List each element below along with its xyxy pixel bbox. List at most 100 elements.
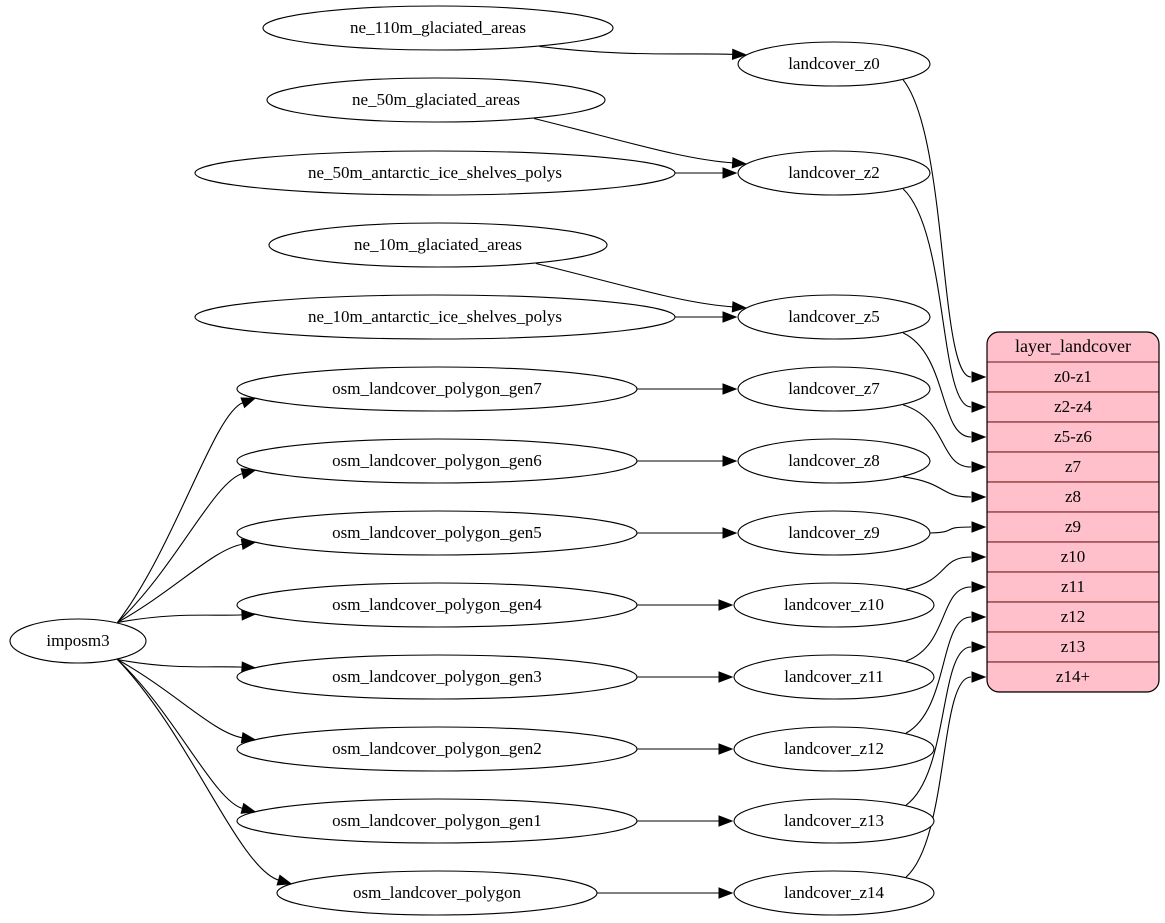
node-landcover-z13[interactable]: landcover_z13 <box>733 798 935 844</box>
node-landcover-z9[interactable]: landcover_z9 <box>737 510 931 556</box>
edge-landcover-z13-to-z13 <box>905 641 987 806</box>
edge-line <box>903 476 972 498</box>
edge-imposm3-to-osm-landcover-polygon-gen2 <box>117 659 257 744</box>
table-row-z10[interactable] <box>987 541 1159 573</box>
node-label: landcover_z7 <box>788 379 880 398</box>
table-title: layer_landcover <box>1015 336 1131 356</box>
node-label: ne_10m_antarctic_ice_shelves_polys <box>308 307 562 326</box>
node-landcover-z5[interactable]: landcover_z5 <box>737 294 931 340</box>
node-ellipse <box>737 366 931 412</box>
edge-line <box>902 332 972 438</box>
node-landcover-z0[interactable]: landcover_z0 <box>737 41 931 87</box>
edge-arrowhead <box>718 743 734 755</box>
node-osm-landcover-polygon-gen6[interactable]: osm_landcover_polygon_gen6 <box>236 438 638 484</box>
edge-line <box>905 556 972 590</box>
edge-arrowhead <box>718 887 734 899</box>
edge-line <box>539 45 734 55</box>
edge-line <box>905 676 972 878</box>
table-row-z5-z6[interactable] <box>987 421 1159 453</box>
edge-imposm3-to-osm-landcover-polygon-gen7 <box>117 397 257 623</box>
table-row-label: z2-z4 <box>1054 397 1092 416</box>
edge-imposm3-to-osm-landcover-polygon-gen1 <box>117 659 257 814</box>
node-landcover-z11[interactable]: landcover_z11 <box>733 654 935 700</box>
table-row-label: z7 <box>1065 457 1082 476</box>
node-ne-110m-glaciated-areas[interactable]: ne_110m_glaciated_areas <box>262 5 614 51</box>
node-label: imposm3 <box>46 631 109 650</box>
edge-arrowhead <box>971 401 987 413</box>
edge-imposm3-to-osm-landcover-polygon-gen3 <box>117 658 257 673</box>
node-ne-10m-glaciated-areas[interactable]: ne_10m_glaciated_areas <box>268 222 608 268</box>
edge-arrowhead <box>722 455 738 467</box>
table-row-z12[interactable] <box>987 601 1159 633</box>
node-osm-landcover-polygon-gen1[interactable]: osm_landcover_polygon_gen1 <box>236 798 638 844</box>
edge-imposm3-to-osm-landcover-polygon-gen6 <box>117 468 257 623</box>
node-label: landcover_z5 <box>788 307 880 326</box>
edge-osm-landcover-polygon-gen4-to-landcover-z10 <box>637 599 734 611</box>
layer-table: layer_landcoverz0-z1z2-z4z5-z6z7z8z9z10z… <box>986 331 1160 693</box>
edges-layer <box>117 45 987 899</box>
nodes-layer: ne_110m_glaciated_areas ne_50m_glaciated_… <box>9 5 935 916</box>
table-row-label: z8 <box>1065 487 1081 506</box>
node-landcover-z8[interactable]: landcover_z8 <box>737 438 931 484</box>
table-row-label: z0-z1 <box>1054 367 1092 386</box>
node-osm-landcover-polygon[interactable]: osm_landcover_polygon <box>276 870 598 916</box>
node-ellipse <box>262 5 614 51</box>
table-row-cell <box>987 361 1159 393</box>
node-label: landcover_z12 <box>784 739 884 758</box>
table-row-z14[interactable] <box>987 661 1159 692</box>
node-landcover-z10[interactable]: landcover_z10 <box>733 582 935 628</box>
node-ellipse <box>733 654 935 700</box>
edge-landcover-z11-to-z11 <box>905 581 987 662</box>
node-label: ne_110m_glaciated_areas <box>350 18 526 37</box>
node-label: ne_50m_glaciated_areas <box>352 90 520 109</box>
node-osm-landcover-polygon-gen3[interactable]: osm_landcover_polygon_gen3 <box>236 654 638 700</box>
edge-osm-landcover-polygon-gen7-to-landcover-z7 <box>637 383 738 395</box>
table-row-z8[interactable] <box>987 481 1159 513</box>
table-outline <box>986 331 1160 693</box>
table-row-cell <box>987 481 1159 513</box>
edge-line <box>535 262 734 308</box>
node-ellipse <box>737 438 931 484</box>
node-ne-50m-glaciated-areas[interactable]: ne_50m_glaciated_areas <box>266 77 606 123</box>
node-landcover-z7[interactable]: landcover_z7 <box>737 366 931 412</box>
node-label: landcover_z13 <box>784 811 884 830</box>
edge-osm-landcover-polygon-gen5-to-landcover-z9 <box>637 527 738 539</box>
node-landcover-z12[interactable]: landcover_z12 <box>733 726 935 772</box>
table-row-z0-z1[interactable] <box>987 361 1159 393</box>
node-ne-10m-antarctic-ice-shelves-polys[interactable]: ne_10m_antarctic_ice_shelves_polys <box>194 294 676 340</box>
node-ellipse <box>236 366 638 412</box>
edge-osm-landcover-polygon-to-landcover-z14 <box>596 887 734 899</box>
node-osm-landcover-polygon-gen5[interactable]: osm_landcover_polygon_gen5 <box>236 510 638 556</box>
edge-imposm3-to-osm-landcover-polygon <box>117 659 293 886</box>
edge-line <box>117 614 244 624</box>
table-row-label: z10 <box>1061 547 1086 566</box>
node-label: ne_50m_antarctic_ice_shelves_polys <box>308 163 562 182</box>
table-row-cell <box>987 541 1159 573</box>
node-label: landcover_z2 <box>788 163 880 182</box>
edge-line <box>929 526 972 534</box>
edge-landcover-z8-to-z8 <box>903 476 987 503</box>
edge-line <box>117 659 244 739</box>
table-row-cell <box>987 421 1159 453</box>
edge-arrowhead <box>722 527 738 539</box>
node-ellipse <box>737 41 931 87</box>
node-ellipse <box>276 870 598 916</box>
node-ne-50m-antarctic-ice-shelves-polys[interactable]: ne_50m_antarctic_ice_shelves_polys <box>194 150 676 196</box>
edge-arrowhead <box>722 311 738 323</box>
node-osm-landcover-polygon-gen4[interactable]: osm_landcover_polygon_gen4 <box>236 582 638 628</box>
node-imposm3[interactable]: imposm3 <box>9 618 147 664</box>
node-landcover-z14[interactable]: landcover_z14 <box>733 870 935 916</box>
edge-line <box>902 188 972 408</box>
node-osm-landcover-polygon-gen7[interactable]: osm_landcover_polygon_gen7 <box>236 366 638 412</box>
table-row-z13[interactable] <box>987 631 1159 663</box>
node-ellipse <box>737 150 931 196</box>
node-ellipse <box>268 222 608 268</box>
node-label: landcover_z10 <box>784 595 884 614</box>
edge-arrowhead <box>971 491 987 503</box>
edge-arrowhead <box>718 671 734 683</box>
node-landcover-z2[interactable]: landcover_z2 <box>737 150 931 196</box>
table-row-z9[interactable] <box>987 511 1159 543</box>
node-osm-landcover-polygon-gen2[interactable]: osm_landcover_polygon_gen2 <box>236 726 638 772</box>
node-ellipse <box>194 294 676 340</box>
